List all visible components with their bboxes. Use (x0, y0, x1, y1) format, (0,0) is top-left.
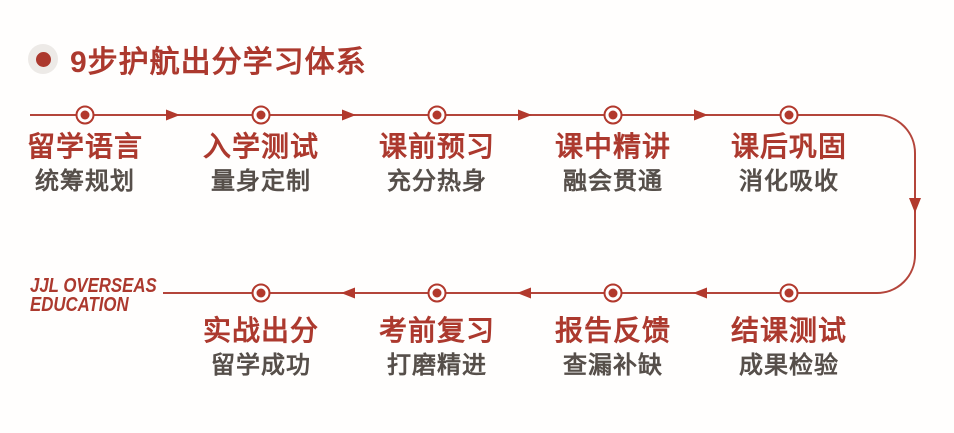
step-title: 考前复习 (378, 315, 495, 346)
logo-line1: JJL OVERSEAS (30, 275, 157, 297)
page-header: 9步护航出分学习体系 (28, 37, 367, 81)
flow-node-icon (779, 283, 799, 303)
step-title: 入学测试 (202, 131, 319, 162)
step-subtitle: 充分热身 (387, 168, 487, 195)
title-bullet-dot-icon (35, 51, 51, 67)
flow-node-icon (427, 105, 447, 125)
step-keqian-yuxi: 课前预习 充分热身 (349, 130, 525, 197)
step-subtitle: 成果检验 (739, 352, 839, 379)
page-title: 9步护航出分学习体系 (70, 46, 367, 79)
step-title: 课后巩固 (730, 131, 847, 162)
jjl-overseas-education-logo: JJL OVERSEAS EDUCATION (30, 275, 157, 316)
step-title: 报告反馈 (554, 315, 671, 346)
step-ruxue-ceshi: 入学测试 量身定制 (173, 130, 349, 197)
arrow-right-icon (166, 109, 180, 121)
step-title: 课前预习 (378, 131, 495, 162)
flow-node-icon (75, 105, 95, 125)
arrow-right-icon (694, 109, 708, 121)
arrow-right-icon (342, 109, 356, 121)
step-title: 结课测试 (730, 315, 847, 346)
arrow-left-icon (693, 287, 707, 299)
step-liuxue-yuyan: 留学语言 统筹规划 (0, 130, 173, 197)
logo-line2: EDUCATION (30, 293, 129, 316)
step-subtitle: 打磨精进 (387, 352, 487, 379)
step-subtitle: 消化吸收 (739, 168, 839, 195)
step-shizhan-chufen: 实战出分 留学成功 (173, 314, 349, 381)
flow-node-icon (603, 283, 623, 303)
step-subtitle: 统筹规划 (35, 168, 135, 195)
flow-node-icon (251, 105, 271, 125)
step-jieke-ceshi: 结课测试 成果检验 (701, 314, 877, 381)
step-subtitle: 留学成功 (211, 352, 311, 379)
arrow-down-icon (909, 198, 921, 213)
step-kehou-gonggu: 课后巩固 消化吸收 (701, 130, 877, 197)
flow-node-icon (251, 283, 271, 303)
flow-node-icon (779, 105, 799, 125)
arrow-left-icon (341, 287, 355, 299)
step-baogao-fankui: 报告反馈 查漏补缺 (525, 314, 701, 381)
title-bullet-icon (28, 44, 58, 74)
step-title: 留学语言 (26, 131, 143, 162)
flow-node-icon (603, 105, 623, 125)
step-kaoqian-fuxi: 考前复习 打磨精进 (349, 314, 525, 381)
step-subtitle: 融会贯通 (563, 168, 663, 195)
step-subtitle: 量身定制 (211, 168, 311, 195)
step-subtitle: 查漏补缺 (563, 352, 663, 379)
arrow-right-icon (518, 109, 532, 121)
step-kezhong-jingjiang: 课中精讲 融会贯通 (525, 130, 701, 197)
arrow-left-icon (517, 287, 531, 299)
step-title: 实战出分 (202, 315, 319, 346)
flow-node-icon (427, 283, 447, 303)
step-title: 课中精讲 (554, 131, 671, 162)
